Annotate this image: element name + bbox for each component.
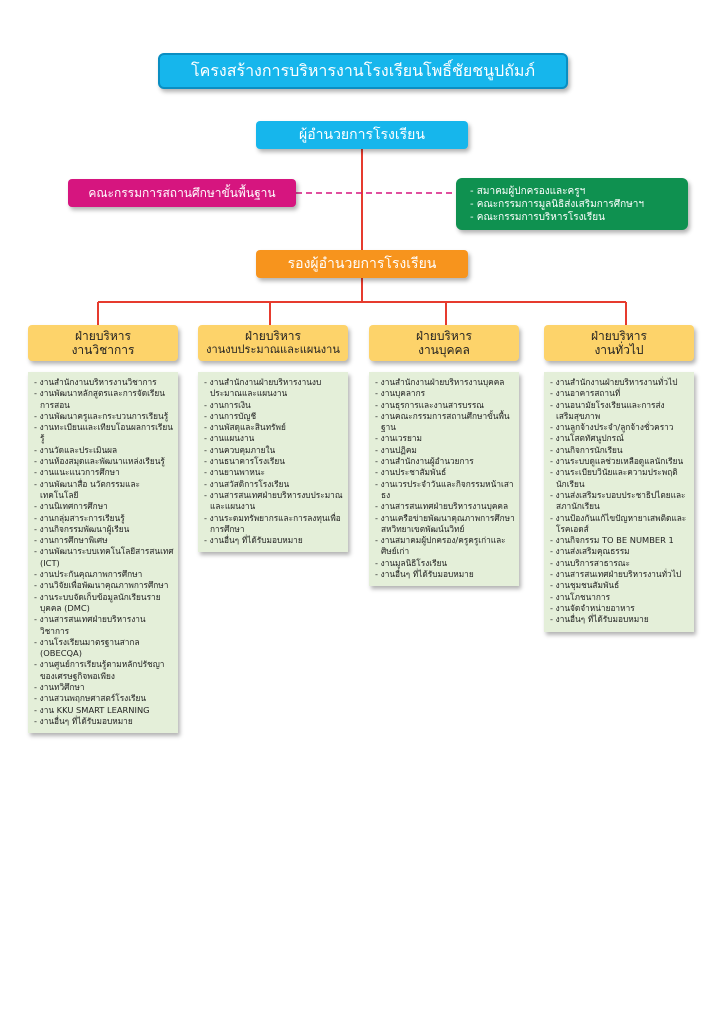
task-item: งานเครือข่ายพัฒนาคุณภาพการศึกษาสหวิทยาเข… — [375, 513, 515, 536]
task-item: งานสมาคมผู้ปกครอง/ครูครูเก่าและศิษย์เก่า — [375, 535, 515, 558]
task-item: งานระดมทรัพยากรและการลงทุนเพื่อการศึกษา — [204, 513, 344, 536]
dept-general-header: ฝ่ายบริหาร งานทั่วไป — [544, 325, 694, 361]
task-item: งานอื่นๆ ที่ได้รับมอบหมาย — [550, 614, 690, 625]
task-item: งานอื่นๆ ที่ได้รับมอบหมาย — [375, 569, 515, 580]
task-item: งานแนะแนวการศึกษา — [34, 467, 174, 478]
task-item: งานปฏิคม — [375, 445, 515, 456]
task-item: งานบริการสาธารณะ — [550, 558, 690, 569]
task-item: งานพัฒนาระบบเทคโนโลยีสารสนเทศ (ICT) — [34, 546, 174, 569]
task-item: งานพัสดุและสินทรัพย์ — [204, 422, 344, 433]
association-item: คณะกรรมการบริหารโรงเรียน — [470, 211, 644, 224]
task-item: งานระบบจัดเก็บข้อมูลนักเรียนรายบุคคล (DM… — [34, 592, 174, 615]
dept-line2: งานงบประมาณและแผนงาน — [206, 343, 340, 356]
task-item: งานสวนพฤกษศาสตร์โรงเรียน — [34, 693, 174, 704]
task-item: งานศูนย์การเรียนรู้ตามหลักปรัชญาของเศรษฐ… — [34, 659, 174, 682]
task-item: งานสำนักงานฝ่ายบริหารงานงบประมาณและแผนงา… — [204, 377, 344, 400]
task-item: งานระเบียบวินัยและความประพฤตินักเรียน — [550, 467, 690, 490]
task-item: งานห้องสมุดและพัฒนาแหล่งเรียนรู้ — [34, 456, 174, 467]
task-item: งานจัดจำหน่ายอาหาร — [550, 603, 690, 614]
task-item: งานการบัญชี — [204, 411, 344, 422]
task-item: งานบุคลากร — [375, 388, 515, 399]
task-item: งานสวัสดิการโรงเรียน — [204, 479, 344, 490]
task-item: งานประกันคุณภาพการศึกษา — [34, 569, 174, 580]
page-title: โครงสร้างการบริหารงานโรงเรียนโพธิ์ชัยชนู… — [158, 53, 568, 89]
dept-academic-header: ฝ่ายบริหาร งานวิชาการ — [28, 325, 178, 361]
task-item: งานระบบดูแลช่วยเหลือดูแลนักเรียน — [550, 456, 690, 467]
task-item: งานอนามัยโรงเรียนและการส่งเสริมสุขภาพ — [550, 400, 690, 423]
task-item: งานอาคารสถานที่ — [550, 388, 690, 399]
dept-budget-list: งานสำนักงานฝ่ายบริหารงานงบประมาณและแผนงา… — [198, 372, 348, 553]
task-item: งานสำนักงานผู้อำนวยการ — [375, 456, 515, 467]
task-item: งานคณะกรรมการสถานศึกษาขั้นพื้นฐาน — [375, 411, 515, 434]
task-item: งานพัฒนาครูและกระบวนการเรียนรู้ — [34, 411, 174, 422]
task-item: งานป้องกันแก้ไขปัญหายาเสพติดและโรคเอดส์ — [550, 513, 690, 536]
task-item: งานทวิศึกษา — [34, 682, 174, 693]
task-item: งานลูกจ้างประจำ/ลูกจ้างชั่วคราว — [550, 422, 690, 433]
task-item: งานสำนักงานฝ่ายบริหารงานบุคคล — [375, 377, 515, 388]
dept-line1: ฝ่ายบริหาร — [591, 329, 647, 343]
dept-line2: งานทั่วไป — [594, 343, 644, 357]
task-item: งานส่งเสริมระบอบประชาธิปไตยและสภานักเรีย… — [550, 490, 690, 513]
task-item: งานส่งเสริมคุณธรรม — [550, 546, 690, 557]
task-item: งานสำนักงานบริหารงานวิชาการ — [34, 377, 174, 388]
association-item: สมาคมผู้ปกครองและครูฯ — [470, 185, 644, 198]
task-item: งานเวรประจำวันและกิจกรรมหน้าเสาธง — [375, 479, 515, 502]
task-item: งานการเงิน — [204, 400, 344, 411]
task-item: งานโรงเรียนมาตรฐานสากล (OBECQA) — [34, 637, 174, 660]
task-item: งานประชาสัมพันธ์ — [375, 467, 515, 478]
dept-line1: ฝ่ายบริหาร — [416, 329, 472, 343]
task-item: งานโสตทัศนูปกรณ์ — [550, 433, 690, 444]
task-item: งานมูลนิธิโรงเรียน — [375, 558, 515, 569]
task-item: งานวัดและประเมินผล — [34, 445, 174, 456]
school-board-box: คณะกรรมการสถานศึกษาขั้นพื้นฐาน — [68, 179, 296, 207]
task-item: งานสารสนเทศฝ่ายบริหารงบประมาณและแผนงาน — [204, 490, 344, 513]
task-item: งานสำนักงานฝ่ายบริหารงานทั่วไป — [550, 377, 690, 388]
dept-line2: งานวิชาการ — [71, 343, 135, 357]
task-item: งานอื่นๆ ที่ได้รับมอบหมาย — [34, 716, 174, 727]
task-item: งานพัฒนาหลักสูตรและการจัดเรียนการสอน — [34, 388, 174, 411]
task-item: งานกลุ่มสาระการเรียนรู้ — [34, 513, 174, 524]
director-box: ผู้อำนวยการโรงเรียน — [256, 121, 468, 149]
dept-academic-list: งานสำนักงานบริหารงานวิชาการงานพัฒนาหลักส… — [28, 372, 178, 734]
dept-line2: งานบุคคล — [418, 343, 470, 357]
task-item: งานสารสนเทศฝ่ายบริหารงานบุคคล — [375, 501, 515, 512]
task-item: งานทะเบียนและเทียบโอนผลการเรียนรู้ — [34, 422, 174, 445]
task-item: งานอื่นๆ ที่ได้รับมอบหมาย — [204, 535, 344, 546]
deputy-director-box: รองผู้อำนวยการโรงเรียน — [256, 250, 468, 278]
task-item: งานกิจกรรมพัฒนาผู้เรียน — [34, 524, 174, 535]
task-item: งานธนาคารโรงเรียน — [204, 456, 344, 467]
task-item: งานธุรการและงานสารบรรณ — [375, 400, 515, 411]
dept-personnel-list: งานสำนักงานฝ่ายบริหารงานบุคคลงานบุคลากรง… — [369, 372, 519, 587]
task-item: งานกิจกรรม TO BE NUMBER 1 — [550, 535, 690, 546]
dept-personnel-header: ฝ่ายบริหาร งานบุคคล — [369, 325, 519, 361]
associations-box: สมาคมผู้ปกครองและครูฯ คณะกรรมการมูลนิธิส… — [456, 178, 688, 230]
task-item: งานการศึกษาพิเศษ — [34, 535, 174, 546]
task-item: งานนิเทศการศึกษา — [34, 501, 174, 512]
task-item: งานกิจการนักเรียน — [550, 445, 690, 456]
task-item: งานแผนงาน — [204, 433, 344, 444]
task-item: งานชุมชนสัมพันธ์ — [550, 580, 690, 591]
dept-budget-header: ฝ่ายบริหาร งานงบประมาณและแผนงาน — [198, 325, 348, 361]
task-item: งานควบคุมภายใน — [204, 445, 344, 456]
task-item: งาน KKU SMART LEARNING — [34, 705, 174, 716]
task-item: งานสารสนเทศฝ่ายบริหารงานวิชาการ — [34, 614, 174, 637]
task-item: งานยานพาหนะ — [204, 467, 344, 478]
task-item: งานสารสนเทศฝ่ายบริหารงานทั่วไป — [550, 569, 690, 580]
task-item: งานโภชนาการ — [550, 592, 690, 603]
dept-general-list: งานสำนักงานฝ่ายบริหารงานทั่วไปงานอาคารสถ… — [544, 372, 694, 632]
dept-line1: ฝ่ายบริหาร — [75, 329, 131, 343]
task-item: งานพัฒนาสื่อ นวัตกรรมและเทคโนโลยี — [34, 479, 174, 502]
dept-line1: ฝ่ายบริหาร — [245, 329, 301, 343]
association-item: คณะกรรมการมูลนิธิส่งเสริมการศึกษาฯ — [470, 198, 644, 211]
task-item: งานเวรยาม — [375, 433, 515, 444]
task-item: งานวิจัยเพื่อพัฒนาคุณภาพการศึกษา — [34, 580, 174, 591]
